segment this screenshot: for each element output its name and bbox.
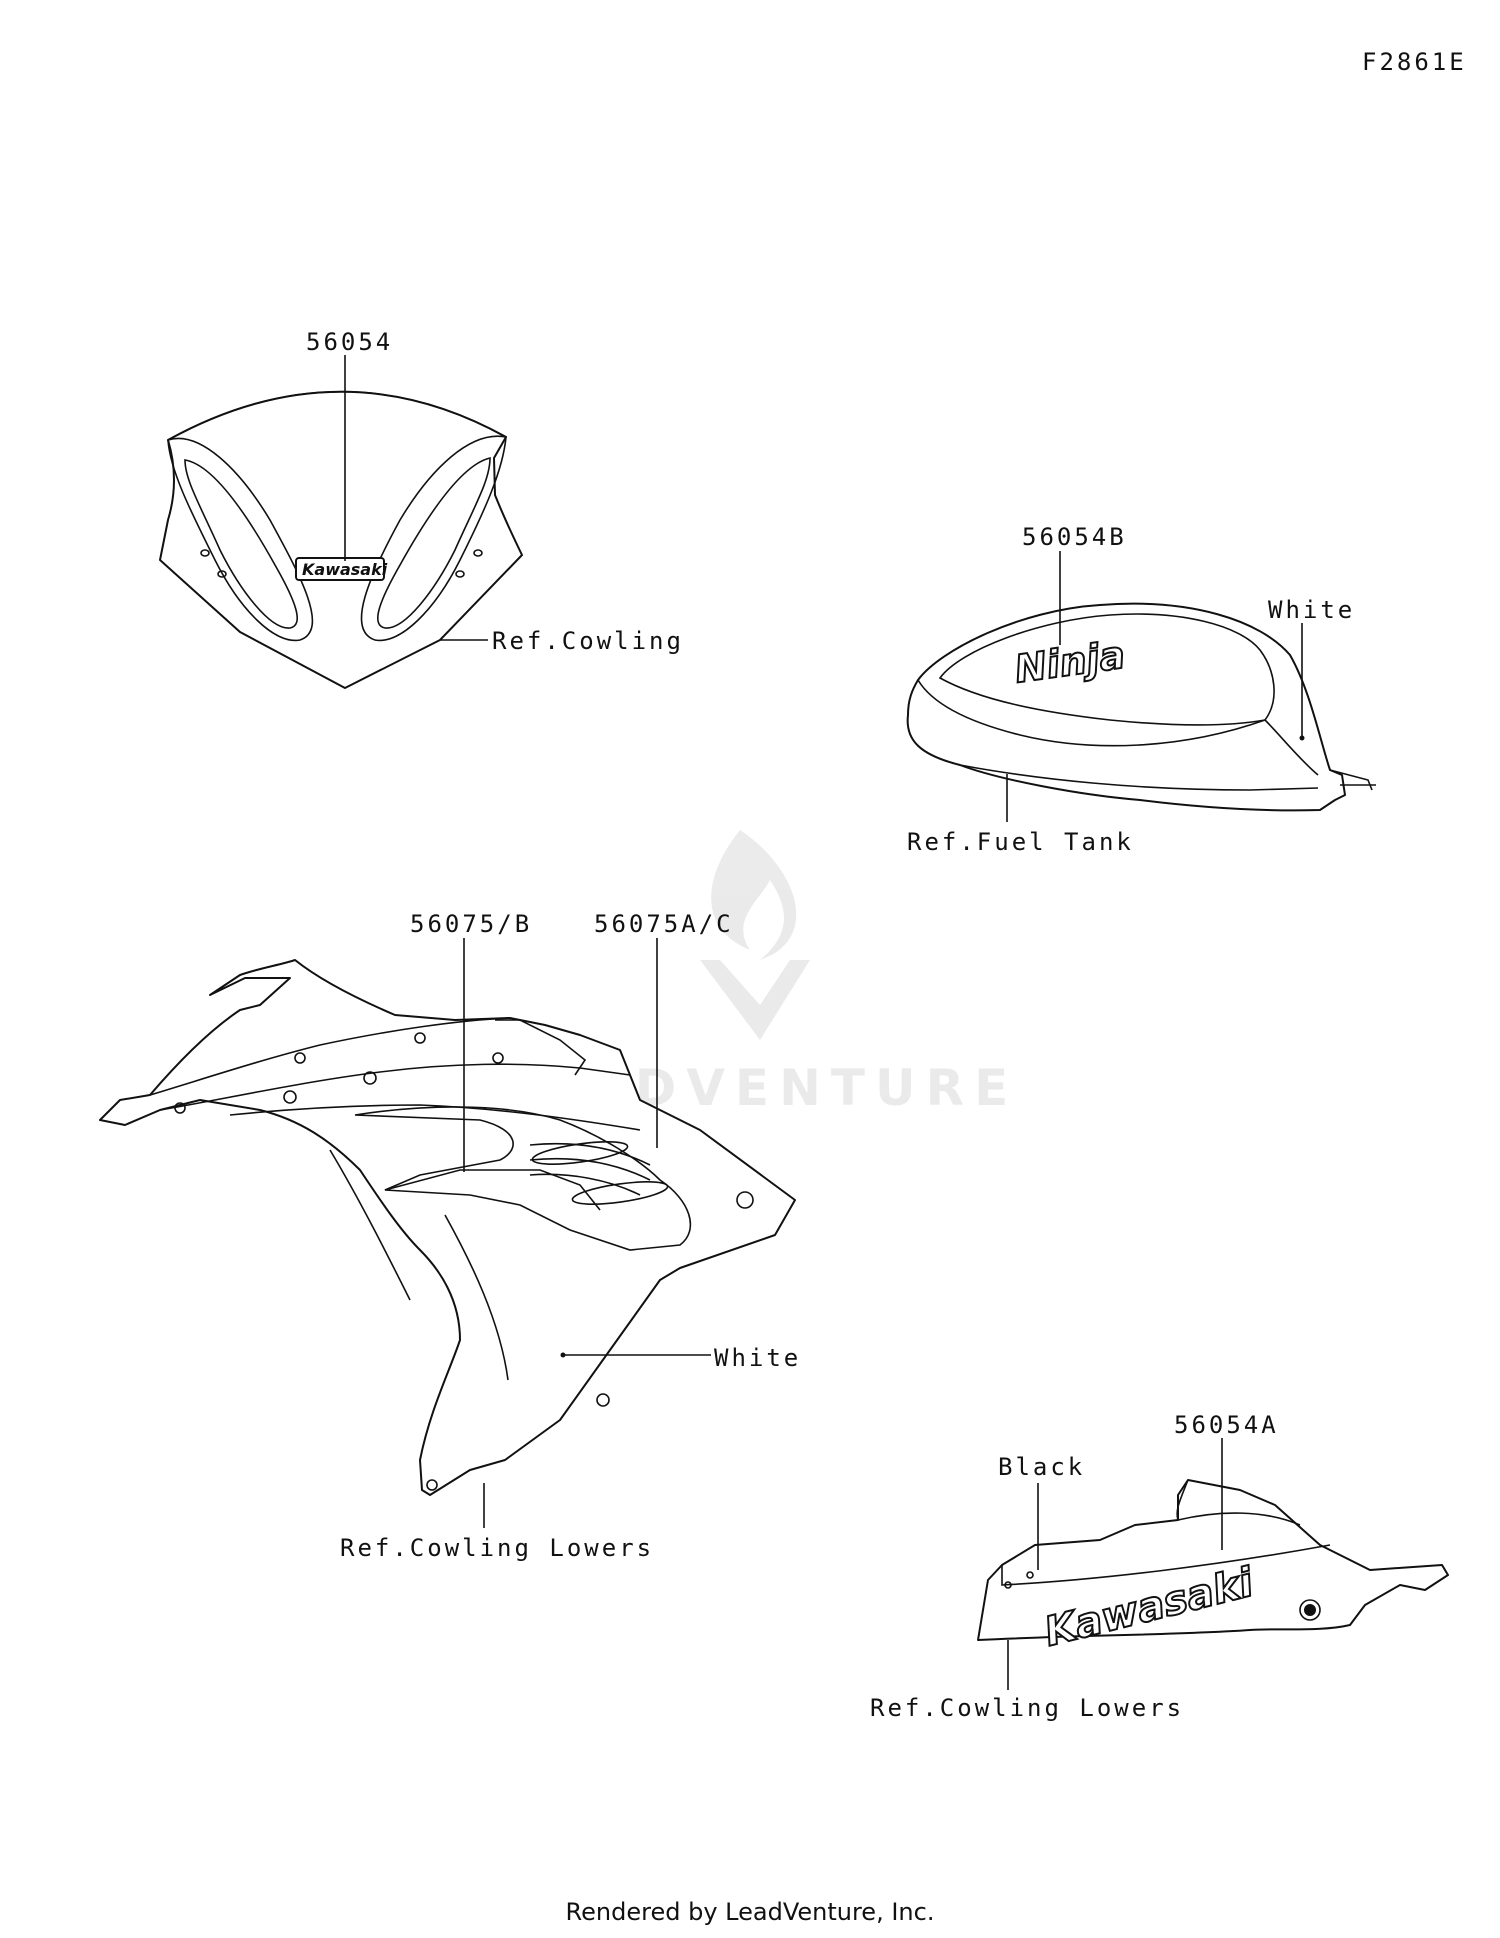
kawasaki-logo-upper: Kawasaki (302, 560, 388, 579)
callout-windshield-part: 56054 (306, 328, 394, 356)
figure-id: F2861E (1362, 48, 1467, 76)
callout-tank-part: 56054B (1022, 523, 1127, 551)
lower-cowling: Kawasaki (977, 1438, 1449, 1690)
callout-tank-ref: Ref.Fuel Tank (907, 828, 1134, 856)
callout-side-ref: Ref.Cowling Lowers (340, 1534, 655, 1562)
callout-windshield-ref: Ref.Cowling (492, 627, 684, 655)
callout-side-part-1: 56075/B (410, 910, 533, 938)
callout-side-part-2: 56075A/C (594, 910, 734, 938)
kawasaki-badge (295, 557, 385, 581)
footer-credit: Rendered by LeadVenture, Inc. (565, 1898, 935, 1926)
callout-side-color: White (714, 1344, 802, 1372)
upper-cowling: Kawasaki (159, 355, 523, 689)
fuel-tank: Ninja (906, 551, 1376, 822)
callout-lower-color: Black (998, 1453, 1086, 1481)
side-fairing (99, 938, 796, 1528)
callout-lower-ref: Ref.Cowling Lowers (870, 1694, 1185, 1722)
callout-lower-part: 56054A (1174, 1411, 1279, 1439)
callout-tank-color: White (1268, 596, 1356, 624)
